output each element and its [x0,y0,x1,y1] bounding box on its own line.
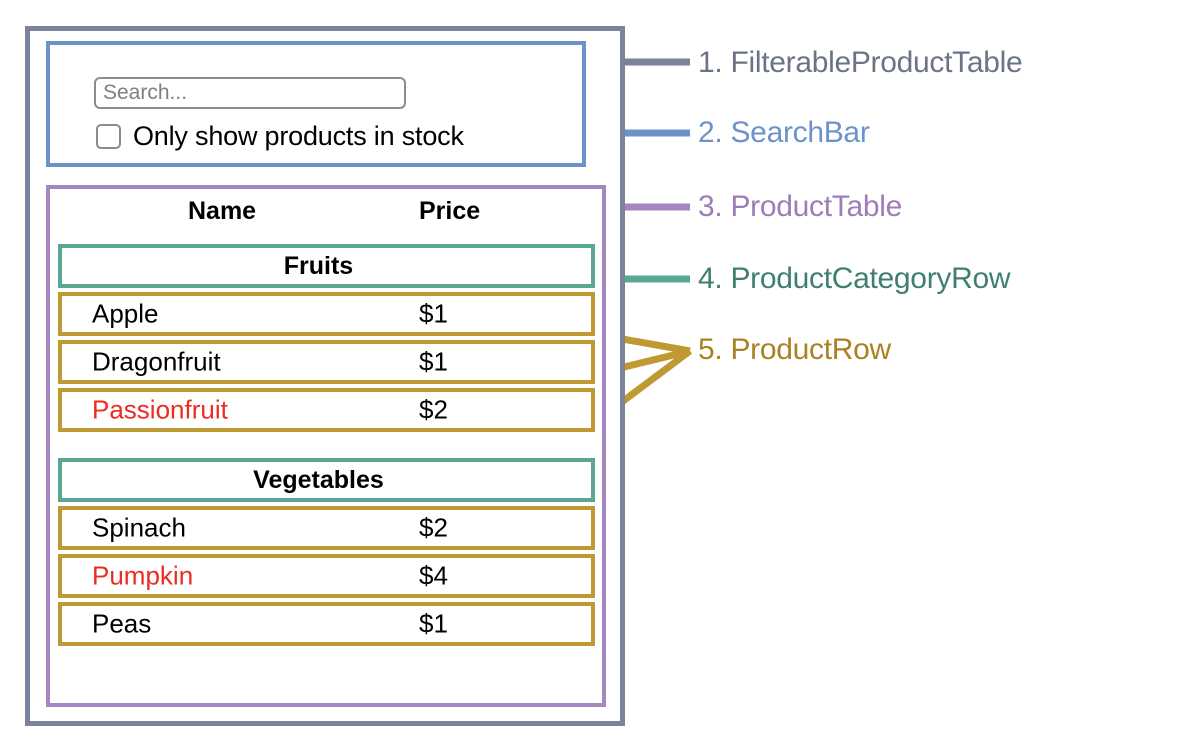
product-price: $1 [419,298,448,329]
callout-text-2: SearchBar [730,116,870,149]
product-row: Spinach $2 [58,506,595,550]
product-category-row: Fruits [58,244,595,288]
callout-index-2: 2. [698,116,723,149]
product-table: Name Price Fruits Apple $1 Dragonfruit $… [46,185,606,707]
group-spacer [58,436,595,458]
product-name: Spinach [92,512,186,543]
callout-index-4: 4. [698,262,723,295]
callout-label-product-row: 5. ProductRow [698,333,891,367]
product-category-label: Fruits [283,251,354,280]
product-row: Dragonfruit $1 [58,340,595,384]
product-price: $2 [419,512,448,543]
product-table-header: Name Price [50,197,602,233]
callout-label-search-bar: 2. SearchBar [698,116,870,150]
product-price: $1 [419,608,448,639]
in-stock-filter-row[interactable]: Only show products in stock [96,121,464,152]
product-name: Passionfruit [92,394,228,425]
product-price: $4 [419,560,448,591]
callout-index-3: 3. [698,190,723,223]
product-price: $1 [419,346,448,377]
product-name: Peas [92,608,152,639]
product-row: Peas $1 [58,602,595,646]
product-row: Passionfruit $2 [58,388,595,432]
search-input[interactable] [94,77,406,109]
product-name: Dragonfruit [92,346,221,377]
product-name: Apple [92,298,159,329]
product-category-row: Vegetables [58,458,595,502]
product-category-label: Vegetables [253,465,384,494]
callout-text-4: ProductCategoryRow [730,262,1011,295]
callout-label-product-category-row: 4. ProductCategoryRow [698,262,1011,296]
in-stock-checkbox-label: Only show products in stock [133,121,464,151]
callout-text-3: ProductTable [730,190,902,223]
product-row: Pumpkin $4 [58,554,595,598]
callout-index-5: 5. [698,333,723,366]
product-row: Apple $1 [58,292,595,336]
column-header-name: Name [188,197,257,225]
callout-text-1: FilterableProductTable [730,46,1023,79]
search-bar: Only show products in stock [46,41,586,167]
in-stock-checkbox[interactable] [96,124,121,149]
callout-label-product-table: 3. ProductTable [698,190,902,224]
column-header-price: Price [419,197,481,225]
product-name: Pumpkin [92,560,194,591]
callout-text-5: ProductRow [730,333,891,366]
callout-label-filterable-product-table: 1. FilterableProductTable [698,46,1023,80]
product-table-body: Fruits Apple $1 Dragonfruit $1 Passionfr… [58,244,595,650]
callout-index-1: 1. [698,46,723,79]
product-price: $2 [419,394,448,425]
